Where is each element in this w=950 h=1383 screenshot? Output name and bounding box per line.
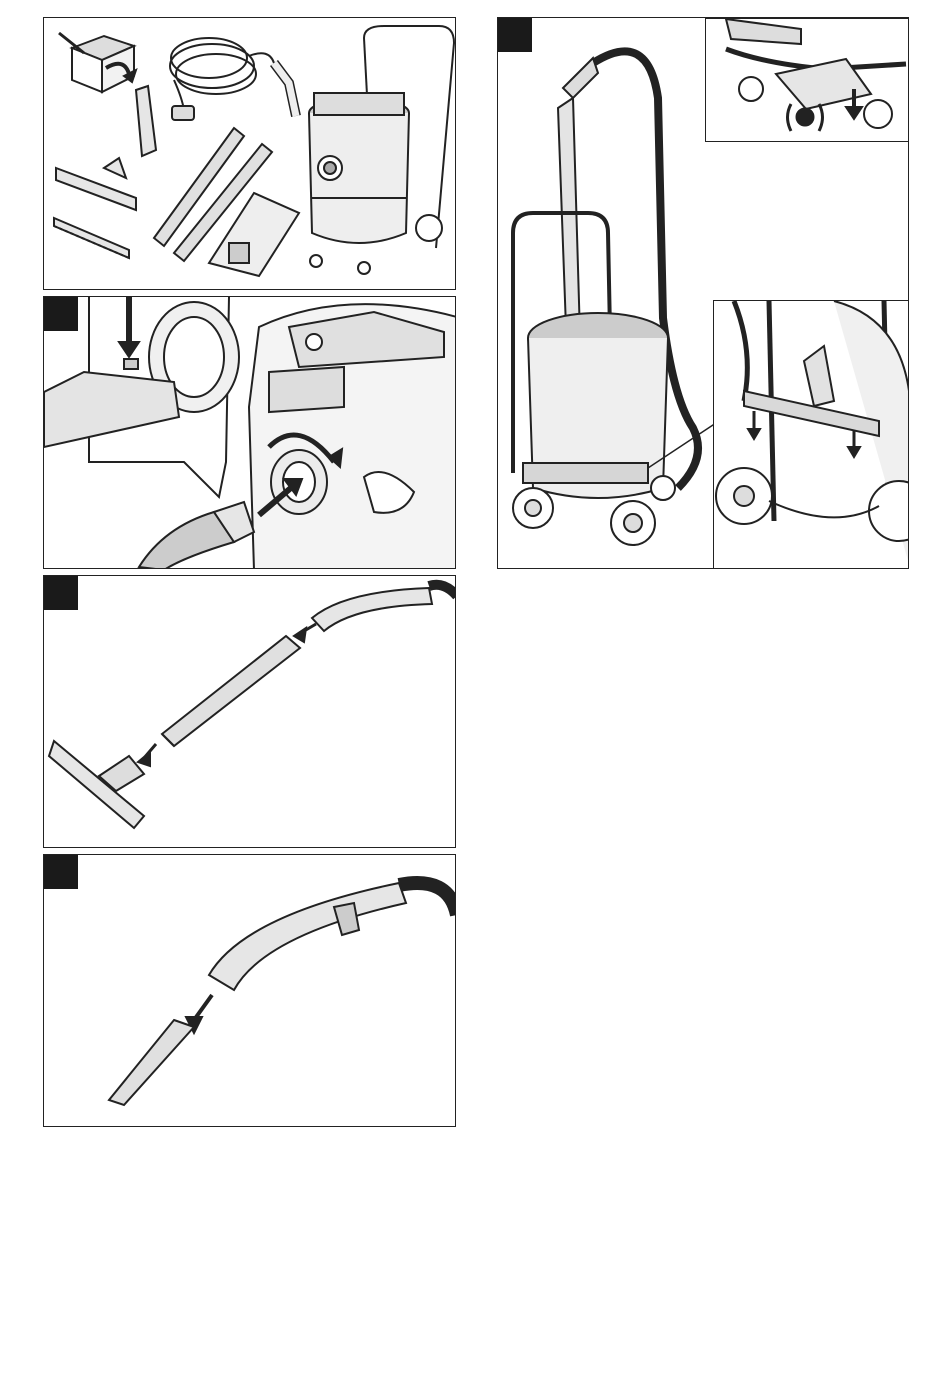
crevice-nozzle-icon [136,86,156,156]
panel-crevice-nozzle-assembly [43,854,456,1127]
detail-inset-castor-lock [705,18,909,142]
extension-tube-icon [162,636,300,746]
scope-illustration [44,18,456,290]
hose-handle-icon [294,585,456,642]
floor-nozzle-icon [54,158,136,258]
hose-connection-illustration [44,297,456,569]
detail-inset-nozzle-holder [713,300,909,569]
vacuum-cleaner-icon [309,26,454,274]
box-unpack-icon [59,33,136,92]
floor-nozzle-illustration [44,576,456,848]
crevice-nozzle-illustration [44,855,456,1127]
panel-hose-connection [43,296,456,569]
hose-handle-icon [209,883,456,990]
floor-nozzle-icon [49,741,156,828]
castor-lock-icon [788,104,823,131]
panel-floor-nozzle-assembly [43,575,456,848]
detail-inset-hose-socket [44,297,239,497]
suction-hose-icon [170,38,296,120]
vacuum-body-icon [513,313,675,545]
panel-scope-of-delivery [43,17,456,290]
vacuum-head-icon [249,304,456,569]
crevice-nozzle-icon [109,995,212,1105]
panel-accessory-storage [497,17,909,569]
